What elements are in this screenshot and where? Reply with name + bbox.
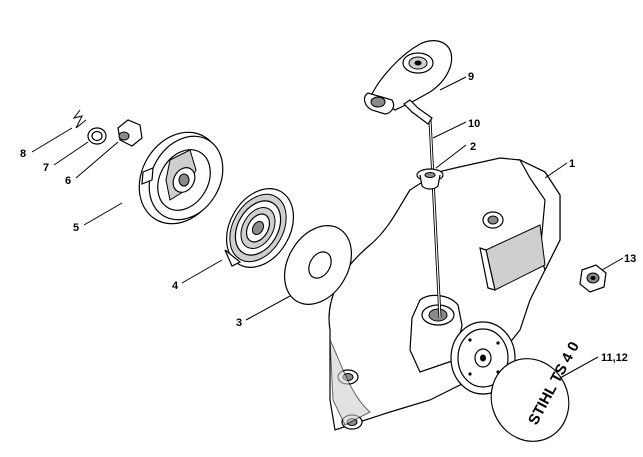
leader-8	[31, 127, 73, 153]
part-labels: 8 7 6 5 4 3 2 10 9 1 13 11,12	[20, 71, 636, 364]
label-part-9: 9	[468, 71, 474, 83]
small-washer	[87, 127, 107, 145]
nut	[579, 264, 607, 293]
rope-rotor	[138, 131, 224, 225]
washer-disc	[283, 225, 353, 305]
leader-5	[83, 202, 123, 226]
label-part-10: 10	[468, 118, 480, 130]
pawl	[117, 119, 143, 147]
rewind-spring	[224, 188, 295, 268]
rope-guide-bushing	[416, 168, 444, 190]
label-part-4: 4	[172, 280, 179, 292]
label-part-5: 5	[73, 222, 79, 234]
label-part-3: 3	[236, 317, 242, 329]
label-part-8: 8	[20, 148, 26, 160]
leader-7	[53, 141, 89, 166]
leader-4	[181, 259, 223, 284]
starter-rope	[428, 119, 442, 319]
leader-13	[601, 257, 624, 271]
leader-11-12	[559, 356, 599, 379]
leader-9	[439, 76, 467, 91]
leader-3	[245, 295, 291, 321]
starter-housing	[328, 157, 561, 431]
starter-grip	[363, 40, 453, 125]
label-part-6: 6	[65, 175, 71, 187]
spring-clip	[72, 109, 87, 129]
label-part-13: 13	[624, 253, 636, 265]
leader-10	[432, 121, 467, 139]
leader-6	[75, 141, 119, 179]
label-part-2: 2	[470, 141, 476, 153]
leader-1	[544, 162, 568, 179]
label-part-11-12: 11,12	[601, 352, 628, 364]
leader-2	[435, 144, 467, 169]
leader-lines	[31, 76, 624, 379]
label-part-1: 1	[569, 158, 575, 170]
label-part-7: 7	[43, 162, 49, 174]
